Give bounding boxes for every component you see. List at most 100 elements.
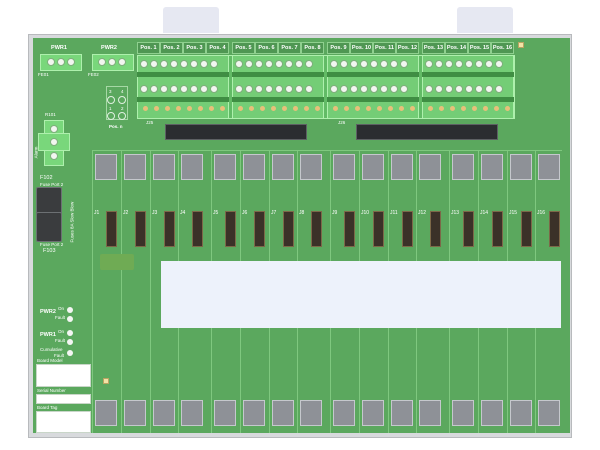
terminal-pin — [235, 60, 243, 68]
jack-connector[interactable] — [373, 211, 384, 247]
position-header: Pos. 11 — [373, 42, 396, 54]
jack-connector[interactable] — [283, 211, 294, 247]
pwr1-status-label: PWR1 — [40, 332, 56, 338]
terminal-pin — [485, 85, 493, 93]
screw-terminal — [344, 106, 349, 111]
relay-top[interactable] — [214, 154, 236, 180]
alarm-pin — [50, 152, 58, 160]
terminal-pin — [295, 85, 303, 93]
terminal-pin — [285, 60, 293, 68]
jack-connector[interactable] — [192, 211, 203, 247]
jack-connector[interactable] — [344, 211, 355, 247]
relay-top[interactable] — [452, 154, 474, 180]
posn-box — [106, 86, 128, 120]
jack-connector[interactable] — [402, 211, 413, 247]
relay-top[interactable] — [510, 154, 532, 180]
serial-number-field[interactable] — [36, 394, 91, 404]
terminal-pin — [360, 60, 368, 68]
jack-label: J12 — [418, 210, 427, 216]
screw-terminal — [187, 106, 192, 111]
terminal-pin — [275, 60, 283, 68]
relay-bottom[interactable] — [452, 400, 474, 426]
board-model-field[interactable] — [36, 364, 91, 387]
relay-top[interactable] — [362, 154, 384, 180]
relay-bottom[interactable] — [300, 400, 322, 426]
relay-top[interactable] — [243, 154, 265, 180]
jack-label: J9 — [332, 210, 338, 216]
terminal-pin — [360, 85, 368, 93]
terminal-pin — [210, 60, 218, 68]
relay-top[interactable] — [333, 154, 355, 180]
fuse-f103[interactable] — [36, 212, 62, 242]
terminal-pin — [305, 60, 313, 68]
j26-ribbon-connector[interactable] — [356, 124, 498, 140]
relay-top[interactable] — [419, 154, 441, 180]
jack-connector[interactable] — [106, 211, 117, 247]
screw-row — [428, 106, 510, 111]
screw-terminal — [388, 106, 393, 111]
pwr1-fault-label: Fault — [55, 338, 66, 343]
relay-top[interactable] — [300, 154, 322, 180]
relay-top[interactable] — [124, 154, 146, 180]
relay-bottom[interactable] — [481, 400, 503, 426]
terminal-pin — [150, 60, 158, 68]
relay-bottom[interactable] — [153, 400, 175, 426]
posn-pin-2: 2 — [121, 106, 124, 111]
jack-label: J6 — [242, 210, 248, 216]
terminal-pin-row — [425, 85, 503, 93]
relay-top[interactable] — [391, 154, 413, 180]
relay-bottom[interactable] — [214, 400, 236, 426]
relay-top[interactable] — [538, 154, 560, 180]
relay-top[interactable] — [95, 154, 117, 180]
jack-connector[interactable] — [549, 211, 560, 247]
relay-top[interactable] — [481, 154, 503, 180]
terminal-pin — [445, 60, 453, 68]
jack-connector[interactable] — [463, 211, 474, 247]
screw-terminal — [238, 106, 243, 111]
jack-connector[interactable] — [225, 211, 236, 247]
jack-label: J11 — [390, 210, 398, 216]
jack-connector[interactable] — [164, 211, 175, 247]
screw-terminal — [494, 106, 499, 111]
jack-connector[interactable] — [135, 211, 146, 247]
jack-connector[interactable] — [521, 211, 532, 247]
relay-top[interactable] — [181, 154, 203, 180]
relay-bottom[interactable] — [391, 400, 413, 426]
relay-bottom[interactable] — [124, 400, 146, 426]
relay-top[interactable] — [272, 154, 294, 180]
relay-bottom[interactable] — [272, 400, 294, 426]
relay-bottom[interactable] — [419, 400, 441, 426]
screw-terminal — [366, 106, 371, 111]
display-panel — [161, 261, 561, 328]
position-header: Pos. 8 — [301, 42, 324, 54]
relay-bottom[interactable] — [333, 400, 355, 426]
relay-bottom[interactable] — [538, 400, 560, 426]
terminal-pin — [190, 85, 198, 93]
relay-bottom[interactable] — [362, 400, 384, 426]
j25-ribbon-connector[interactable] — [165, 124, 307, 140]
terminal-pin — [330, 60, 338, 68]
relay-bottom[interactable] — [181, 400, 203, 426]
position-header: Pos. 2 — [160, 42, 183, 54]
position-header: Pos. 3 — [183, 42, 206, 54]
terminal-stripe — [232, 72, 324, 77]
jack-connector[interactable] — [254, 211, 265, 247]
board-tag-field[interactable] — [36, 411, 91, 433]
terminal-pin-row — [140, 60, 218, 68]
serial-number-label: Serial Number — [37, 388, 66, 393]
terminal-pin — [255, 60, 263, 68]
posn-circle — [118, 112, 126, 120]
relay-bottom[interactable] — [95, 400, 117, 426]
relay-bottom[interactable] — [243, 400, 265, 426]
fuse-side-label: Fuses 8A Slow Blow — [69, 201, 75, 243]
jack-connector[interactable] — [430, 211, 441, 247]
jack-connector[interactable] — [311, 211, 322, 247]
jack-label: J4 — [180, 210, 186, 216]
relay-top[interactable] — [153, 154, 175, 180]
screw-terminal — [333, 106, 338, 111]
screw-terminal — [209, 106, 214, 111]
terminal-pin — [160, 60, 168, 68]
terminal-pin — [435, 60, 443, 68]
jack-connector[interactable] — [492, 211, 503, 247]
relay-bottom[interactable] — [510, 400, 532, 426]
